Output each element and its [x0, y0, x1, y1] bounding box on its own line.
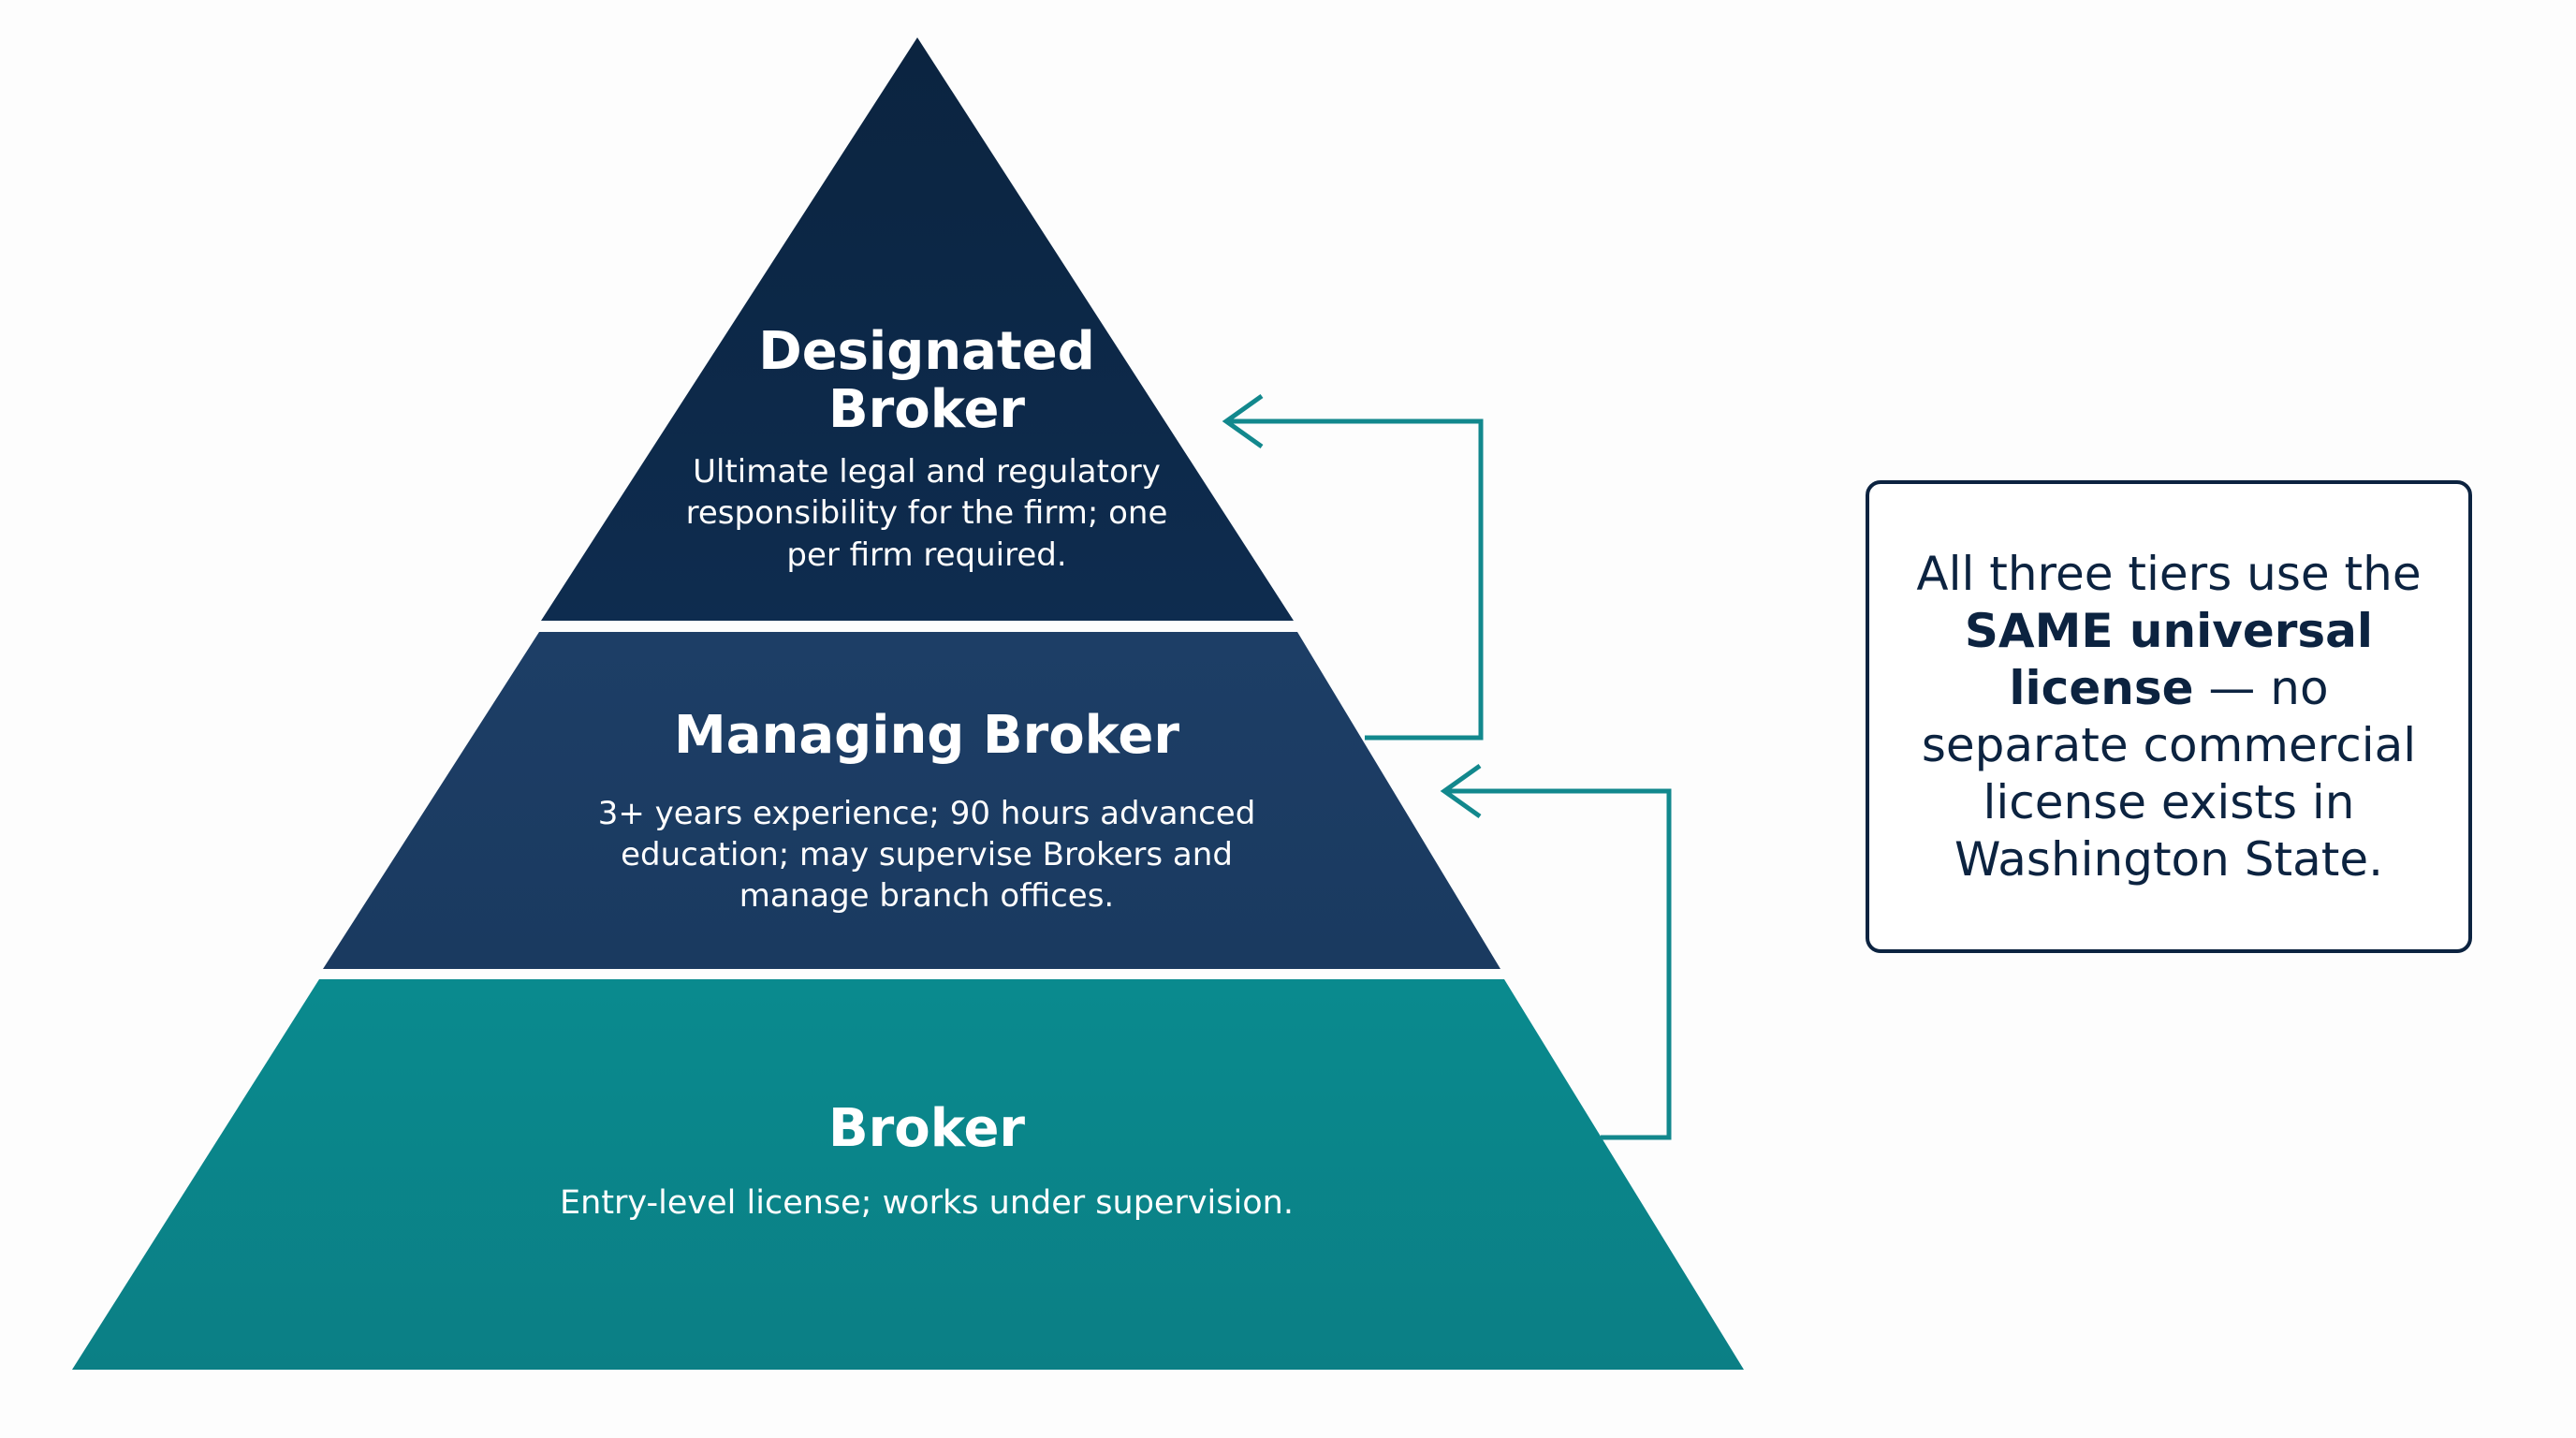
- tier-description: Entry-level license; works under supervi…: [560, 1183, 1294, 1222]
- tier-designated-broker: Designated Broker Ultimate legal and reg…: [646, 323, 1208, 576]
- tier-description: 3+ years experience; 90 hours advanced e…: [597, 794, 1256, 915]
- arrow-left-icon: [1440, 763, 1482, 819]
- tier-title: Designated Broker: [758, 321, 1095, 440]
- tier-broker: Broker Entry-level license; works under …: [365, 1100, 1488, 1225]
- tier-title: Managing Broker: [673, 705, 1179, 766]
- connector-arrow-managing-to-designated: [1222, 393, 1484, 741]
- connector-arrow-broker-to-managing: [1440, 763, 1672, 1140]
- tier-title: Broker: [827, 1098, 1026, 1159]
- note-text-before: All three tiers use the: [1916, 546, 2422, 601]
- tier-broker-shape: [72, 979, 1744, 1370]
- note-text-after: — no separate commercial license exists …: [1921, 660, 2417, 887]
- license-note-box: All three tiers use the SAME universal l…: [1866, 480, 2472, 953]
- tier-description: Ultimate legal and regulatory responsibi…: [685, 453, 1168, 574]
- tier-managing-broker: Managing Broker 3+ years experience; 90 …: [505, 707, 1348, 917]
- tier-managing-broker-shape: [323, 632, 1500, 969]
- note-emphasis: SAME universal license: [1964, 603, 2374, 715]
- tier-designated-broker-shape: [541, 37, 1294, 621]
- arrow-left-icon: [1222, 393, 1264, 449]
- license-note-text: All three tiers use the SAME universal l…: [1907, 546, 2431, 888]
